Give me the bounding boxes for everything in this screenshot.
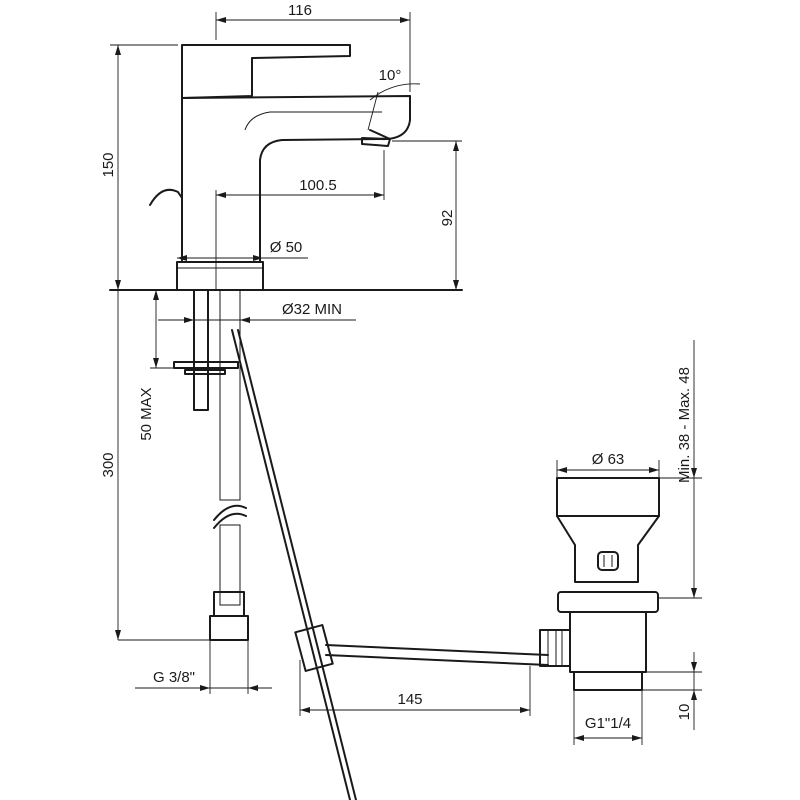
label-drain-clamp-range: Min. 38 - Max. 48 <box>676 367 693 483</box>
label-drain-diameter: Ø 63 <box>592 451 625 468</box>
dimension-lines <box>110 12 702 745</box>
label-hose-thread: G 3/8" <box>153 669 195 686</box>
label-rod-length: 145 <box>397 691 422 708</box>
faucet-body <box>149 44 411 291</box>
popup-rod <box>231 329 549 800</box>
drain-assembly <box>539 477 660 691</box>
label-hole-diameter: Ø32 MIN <box>282 301 342 318</box>
threaded-rod <box>173 289 239 411</box>
label-drain-thread: G1"1/4 <box>585 715 631 732</box>
label-base-diameter: Ø 50 <box>270 239 303 256</box>
label-lever-tilt: 10° <box>379 67 402 84</box>
label-spout-height: 92 <box>439 210 456 227</box>
label-hose-length: 300 <box>100 452 117 477</box>
label-deck-thickness: 50 MAX <box>138 387 155 440</box>
supply-hose <box>209 289 249 641</box>
label-spout-reach: 100.5 <box>299 177 337 194</box>
label-overall-height: 150 <box>100 152 117 177</box>
label-overall-width: 116 <box>288 2 312 19</box>
label-drain-tail: 10 <box>676 704 693 721</box>
